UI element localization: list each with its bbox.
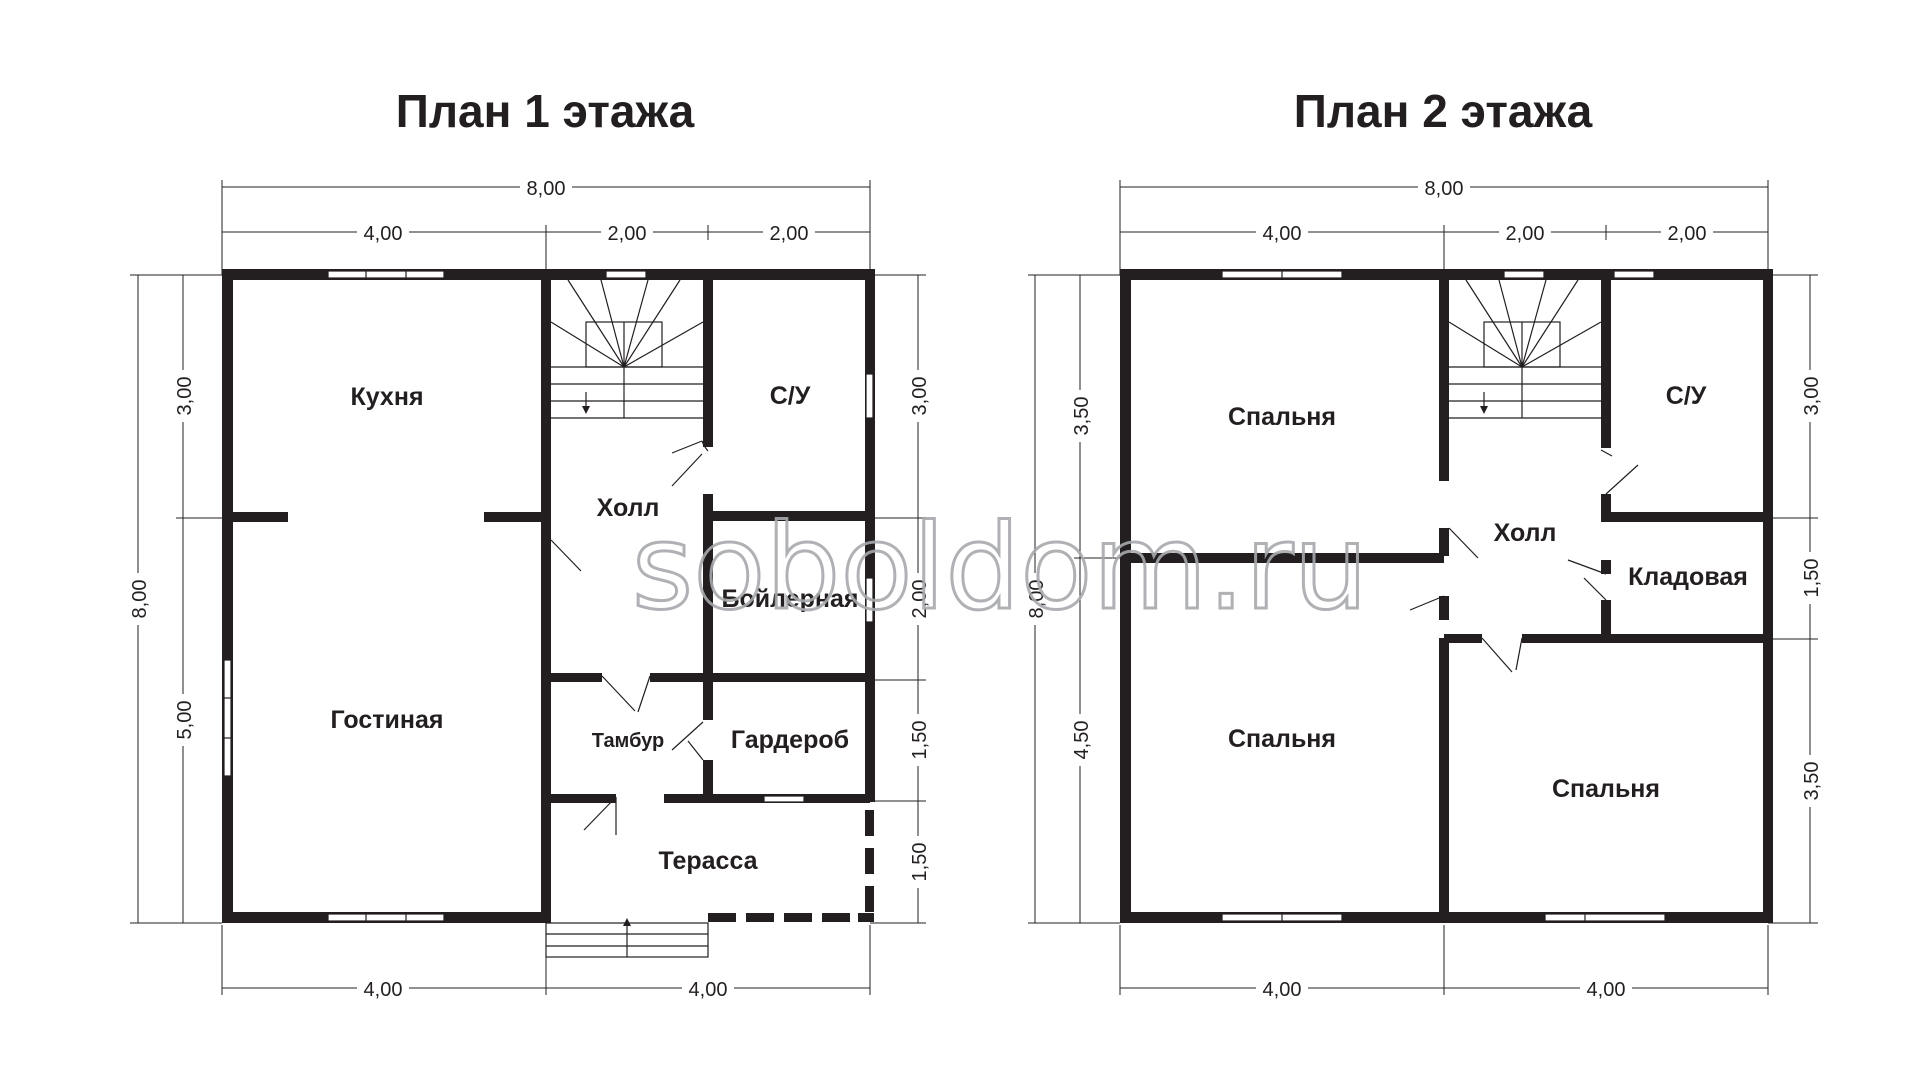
floor2-dim-right-b: 1,50 — [1801, 559, 1823, 598]
room-label-storage: Кладовая — [1628, 563, 1748, 591]
floor1-room-labels: Кухня Гостиная Холл С/У Бойлерная Тамбур… — [331, 382, 859, 875]
floor1-stairs — [545, 279, 709, 958]
room-label-terrace: Терасса — [658, 847, 758, 875]
floor1-plan: План 1 этажа 8,00 4,00 2,00 2,00 4,00 — [126, 85, 931, 1001]
floor1-dim-left-total: 8,00 — [129, 580, 151, 619]
floor2-walls — [1120, 269, 1773, 923]
floor1-dim-bottom-b: 4,00 — [689, 979, 728, 1001]
room-label-hall-1: Холл — [597, 494, 660, 522]
floor2-room-labels: Спальня Спальня Спальня Холл С/У Кладова… — [1228, 382, 1748, 803]
floor2-windows — [1221, 270, 1666, 922]
floor2-dim-top-b: 2,00 — [1506, 223, 1545, 245]
room-label-bathroom-1: С/У — [770, 382, 811, 410]
floor2-title: План 2 этажа — [1294, 85, 1593, 137]
floor2-dim-left-total: 8,00 — [1026, 580, 1048, 619]
room-label-hall-2: Холл — [1494, 519, 1557, 547]
floor2-doors — [1409, 449, 1639, 673]
floor2-right-dimensions: 3,00 1,50 3,50 — [1768, 274, 1823, 924]
floor2-plan: План 2 этажа 8,00 4,00 2,00 2,00 4,00 — [1023, 85, 1823, 1001]
floor1-dim-top-a: 4,00 — [364, 223, 403, 245]
floor1-left-dimensions: 8,00 3,00 5,00 — [126, 274, 222, 924]
floor1-dim-bottom-a: 4,00 — [364, 979, 403, 1001]
floor1-top-dimensions: 8,00 4,00 2,00 2,00 — [221, 175, 871, 275]
floor1-dim-right-d: 1,50 — [909, 843, 931, 882]
floor1-windows — [223, 270, 874, 922]
floor2-dim-top-c: 2,00 — [1668, 223, 1707, 245]
floor2-top-dimensions: 8,00 4,00 2,00 2,00 — [1119, 175, 1769, 275]
floor1-dim-left-a: 3,00 — [174, 377, 196, 416]
floor1-dim-left-b: 5,00 — [174, 701, 196, 740]
floor2-dim-left-a: 3,50 — [1071, 397, 1093, 436]
floor2-dim-top-a: 4,00 — [1263, 223, 1302, 245]
floor2-left-dimensions: 8,00 3,50 4,50 — [1023, 274, 1120, 924]
floor1-dim-right-c: 1,50 — [909, 721, 931, 760]
room-label-boiler: Бойлерная — [722, 585, 859, 613]
floor2-dim-bottom-a: 4,00 — [1263, 979, 1302, 1001]
floor1-bottom-dimensions: 4,00 4,00 — [221, 925, 871, 1001]
floor2-dim-right-a: 3,00 — [1801, 377, 1823, 416]
floor1-dim-right-a: 3,00 — [909, 377, 931, 416]
floor1-doors — [550, 440, 709, 835]
room-label-living: Гостиная — [331, 706, 444, 734]
floor2-stairs — [1448, 279, 1602, 419]
room-label-wardrobe: Гардероб — [731, 726, 849, 754]
floor1-dim-right-b: 2,00 — [909, 580, 931, 619]
floor1-dim-top-total: 8,00 — [527, 178, 566, 200]
room-label-bedroom-bottom-right: Спальня — [1552, 775, 1660, 803]
floor2-dim-top-total: 8,00 — [1425, 178, 1464, 200]
room-label-kitchen: Кухня — [350, 383, 423, 411]
room-label-bedroom-bottom-left: Спальня — [1228, 725, 1336, 753]
room-label-vestibule: Тамбур — [592, 730, 665, 752]
watermark-text: soboldom.ru — [632, 498, 1368, 636]
floor1-right-dimensions: 3,00 2,00 1,50 1,50 — [870, 274, 931, 924]
room-label-bathroom-2: С/У — [1666, 382, 1707, 410]
floor1-title: План 1 этажа — [396, 85, 695, 137]
floor2-dim-left-b: 4,50 — [1071, 721, 1093, 760]
floor2-bottom-dimensions: 4,00 4,00 — [1119, 925, 1769, 1001]
floor1-dim-top-c: 2,00 — [770, 223, 809, 245]
room-label-bedroom-top-left: Спальня — [1228, 403, 1336, 431]
floor2-dim-bottom-b: 4,00 — [1587, 979, 1626, 1001]
floor2-dim-right-c: 3,50 — [1801, 762, 1823, 801]
floor1-dim-top-b: 2,00 — [608, 223, 647, 245]
